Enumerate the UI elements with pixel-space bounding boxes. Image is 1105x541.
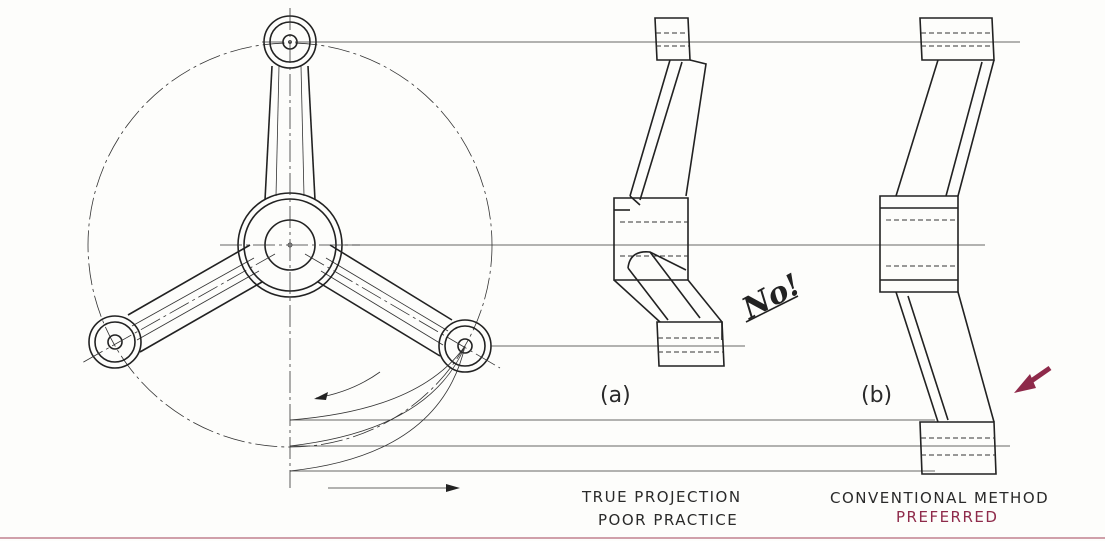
boss-left (88, 315, 142, 369)
arrow-icon (1014, 365, 1052, 393)
view-b-hub (879, 195, 959, 293)
view-a-bottom-boss (656, 321, 725, 367)
no-underline (745, 295, 799, 323)
direction-arrow (328, 484, 460, 492)
view-a-upper-arm (629, 59, 707, 206)
left-spoke-centerline (79, 253, 276, 365)
no-annotation: No! (736, 267, 807, 327)
projection-lines (290, 41, 1020, 472)
left-caption-line2: POOR PRACTICE (598, 511, 738, 529)
view-a-hub (613, 197, 689, 281)
right-spoke (317, 244, 453, 357)
view-b-upper-arm (895, 59, 995, 197)
right-caption-line1: CONVENTIONAL METHOD (830, 489, 1049, 507)
side-view-b (879, 17, 997, 475)
upper-spoke (264, 65, 316, 201)
right-spoke-centerline (304, 253, 501, 369)
revolution-arc-3 (289, 345, 466, 472)
front-view (79, 8, 501, 492)
view-b-bottom-boss (919, 421, 997, 475)
left-spoke (127, 244, 263, 353)
right-caption-line2: PREFERRED (896, 508, 998, 526)
view-b-top-boss (919, 17, 995, 61)
side-view-a (613, 17, 725, 367)
left-caption-line1: TRUE PROJECTION (581, 488, 742, 506)
revolution-arc-2 (289, 345, 466, 447)
view-a-label: (a) (600, 383, 631, 408)
rotation-arrow (314, 371, 381, 400)
view-b-label: (b) (861, 383, 892, 408)
view-b-lower-arm (895, 291, 995, 423)
revolution-arc-1 (289, 345, 466, 421)
view-a-top-boss (654, 17, 691, 61)
